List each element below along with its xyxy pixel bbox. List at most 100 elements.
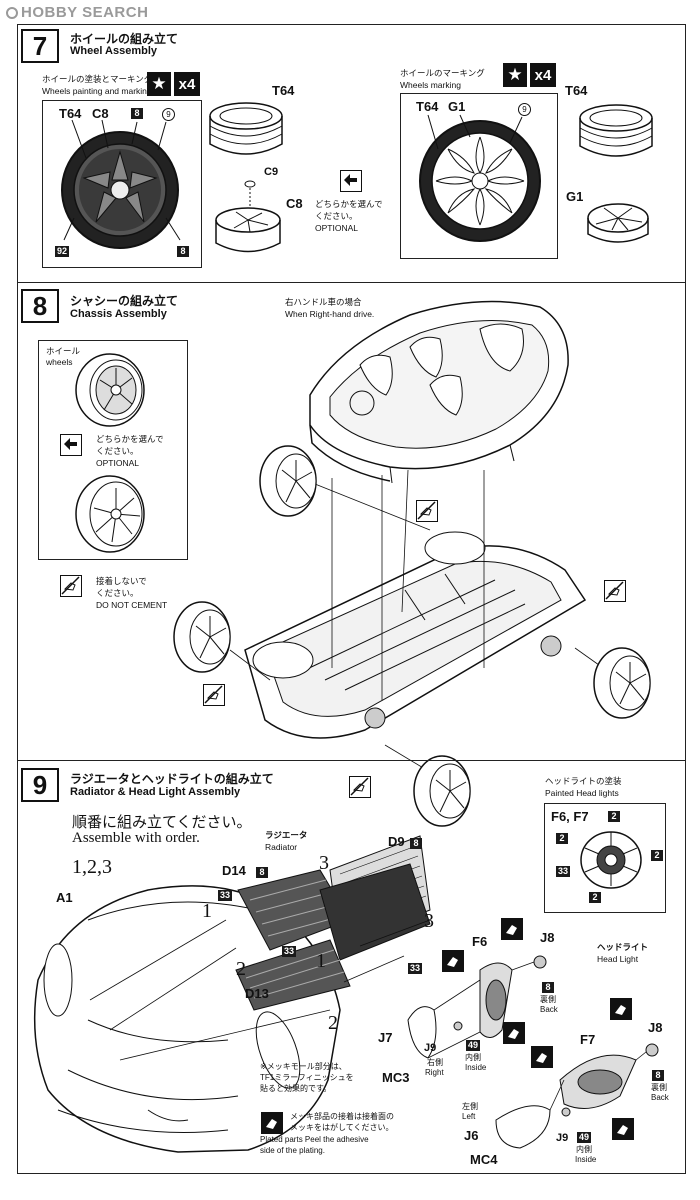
chrome-note-line-1: ※メッキモール部分は、 (260, 1062, 347, 1071)
wheel-painting-caption-jp: ホイールの塗装とマーキング (42, 74, 153, 84)
tire-and-wheel-explode (209, 102, 283, 253)
step-9-title-jp: ラジエータとヘッドライトの組み立て (70, 772, 274, 786)
rhd-note-en: When Right-hand drive. (285, 309, 375, 319)
part-label-j8-right: J8 (540, 930, 555, 945)
step-8-title-en: Chassis Assembly (70, 308, 167, 320)
part-label-t64-middle: T64 (272, 83, 295, 98)
wheel-front-right (593, 647, 651, 719)
order-number-3b: 3 (424, 910, 434, 932)
decal-circle-9: 9 (162, 108, 175, 121)
color-badge-92: 92 (55, 246, 70, 257)
part-label-f7: F7 (580, 1032, 596, 1047)
optional-en: OPTIONAL (315, 223, 358, 233)
part-label-mc4: MC4 (470, 1152, 498, 1167)
order-number-2a: 2 (236, 958, 246, 980)
wheel-option-g1 (75, 475, 145, 553)
no-cement-jp-2: ください。 (96, 588, 139, 598)
optional-jp-2: ください。 (315, 211, 358, 221)
decal-circle-9-right: 9 (518, 103, 531, 116)
color-badge-j9-right: 49 (466, 1040, 481, 1051)
back-label-en-left: Back (651, 1093, 669, 1102)
marked-wheel-drawing (419, 114, 541, 242)
step-8-title-jp: シャシーの組み立て (70, 294, 179, 308)
color-badge-33-c: 33 (408, 963, 423, 974)
step-7-title-en: Wheel Assembly (70, 45, 158, 57)
no-cement-icon (60, 575, 82, 597)
chrome-note-line-2: TF1ミラーフィニッシュを (260, 1073, 354, 1082)
radiator-label-en: Radiator (265, 842, 298, 852)
order-sequence: 1,2,3 (72, 856, 112, 878)
part-label-j8-left: J8 (648, 1020, 663, 1035)
radiator-grille-parts (235, 835, 431, 1011)
left-label-jp: 左側 (462, 1102, 478, 1111)
order-number-2b: 2 (328, 1012, 338, 1034)
step-9-number: 9 (21, 768, 59, 802)
watermark-logo-icon (6, 7, 18, 19)
part-label-g1: G1 (448, 99, 466, 114)
headlight-assembly-drawing (407, 955, 659, 1149)
color-badge-2-top: 2 (608, 811, 620, 822)
plated-note-jp-1: メッキ部品の接着は接着面の (290, 1112, 394, 1121)
part-label-c8: C8 (92, 106, 109, 121)
instruction-page-frame (17, 24, 686, 1174)
inside-label-jp-right: 内側 (465, 1053, 481, 1062)
wheels-label-en: wheels (46, 357, 73, 367)
plated-part-icon-1 (501, 918, 523, 940)
headlight-label-en: Head Light (597, 954, 639, 964)
back-label-jp-left: 裏側 (651, 1083, 667, 1092)
color-badge-j8-left: 8 (652, 1070, 664, 1081)
inside-label-en-left: Inside (575, 1155, 597, 1164)
chassis-floor-drawing (244, 531, 587, 739)
order-number-3a: 3 (319, 852, 329, 874)
painted-head-lights-en: Painted Head lights (545, 788, 619, 798)
optional-arrows-icon-step8 (60, 434, 82, 456)
left-label-en: Left (462, 1112, 476, 1121)
chrome-note-line-3: 貼ると効果的です。 (260, 1084, 332, 1093)
part-label-mc3: MC3 (382, 1070, 410, 1085)
order-number-1a: 1 (202, 900, 212, 922)
part-label-t64-right: T64 (416, 99, 439, 114)
radiator-label-jp: ラジエータ (265, 830, 308, 840)
multiplier-badge: x4 (174, 72, 200, 96)
color-badge-33-headlight: 33 (556, 866, 571, 877)
headlight-label-jp: ヘッドライト (597, 942, 649, 952)
order-instruction-en: Assemble with order. (72, 830, 200, 846)
step-7-title-jp: ホイールの組み立て (70, 32, 179, 46)
step-divider-7-8 (17, 282, 686, 283)
multiplier-badge-right: x4 (530, 63, 556, 87)
color-badge-8: 8 (131, 108, 143, 119)
part-label-g1-right: G1 (566, 189, 584, 204)
wheel-rear-right (413, 755, 471, 827)
tire-and-g1-wheel-explode (579, 104, 653, 243)
part-label-f6-f7: F6, F7 (551, 809, 589, 824)
part-label-f6: F6 (472, 934, 488, 949)
color-badge-j8-right: 8 (542, 982, 554, 993)
painted-head-lights-jp: ヘッドライトの塗装 (545, 776, 622, 786)
optional-en-step8: OPTIONAL (96, 458, 139, 468)
plated-part-icon-2 (442, 950, 464, 972)
step-9-title-en: Radiator & Head Light Assembly (70, 786, 241, 798)
inside-label-en-right: Inside (465, 1063, 487, 1072)
right-label-en: Right (425, 1068, 444, 1077)
right-label-jp: 右側 (427, 1058, 443, 1067)
part-label-a1: A1 (56, 890, 73, 905)
order-instruction-jp: 順番に組み立てください。 (72, 815, 252, 831)
plated-part-icon-4 (531, 1046, 553, 1068)
optional-arrows-icon (340, 170, 362, 192)
optional-jp-1-step8: どちらかを選んで (96, 434, 164, 444)
part-label-j9-right: J9 (424, 1042, 437, 1054)
plated-part-icon-3 (503, 1022, 525, 1044)
rhd-note-jp: 右ハンドル車の場合 (285, 297, 362, 307)
car-front-body-drawing (33, 885, 341, 1153)
part-label-j9-left: J9 (556, 1132, 569, 1144)
optional-jp-2-step8: ください。 (96, 446, 139, 456)
no-cement-icon-4 (349, 776, 371, 798)
star-icon: ★ (147, 72, 171, 96)
step-divider-8-9 (17, 760, 686, 761)
plated-part-icon-5 (610, 998, 632, 1020)
step-8-number: 8 (21, 289, 59, 323)
part-label-d13: D13 (245, 986, 269, 1001)
part-label-t64-far-right: T64 (565, 83, 588, 98)
star-icon-right: ★ (503, 63, 527, 87)
